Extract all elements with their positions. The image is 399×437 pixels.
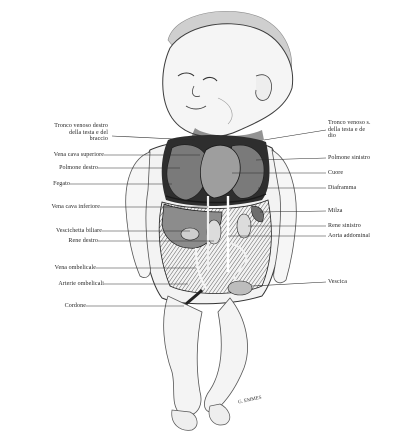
- bladder: [228, 281, 252, 295]
- label-polmone-sinistro: Polmone sinistro: [328, 155, 398, 162]
- foot-left: [209, 404, 230, 425]
- label-vena-cava-superiore: Vena cava superiore: [4, 152, 104, 159]
- label-rene-sinistro: Rene sinistro: [328, 223, 398, 230]
- label-arterie-ombelicali: Arterie ombelicali: [4, 281, 104, 288]
- label-diaframma: Diaframma: [328, 185, 398, 192]
- label-vescica: Vescica: [328, 279, 398, 286]
- label-vena-ombelicale: Vena ombelicale: [4, 265, 96, 272]
- label-polmone-destro: Polmone destro: [4, 165, 98, 172]
- label-tronco-venoso-sinistro: Tronco venoso s. della testa e de dio: [328, 120, 398, 140]
- label-cordone: Cordone: [4, 303, 86, 310]
- label-fegato: Fegato: [4, 181, 70, 188]
- leg-left: [204, 298, 247, 412]
- label-milza: Milza: [328, 208, 398, 215]
- label-aorta-addominale: Aorta addominal: [328, 233, 398, 240]
- label-cuore: Cuore: [328, 170, 398, 177]
- ear: [256, 75, 272, 101]
- head: [163, 24, 293, 137]
- gall-bladder: [181, 228, 199, 240]
- right-kidney: [207, 220, 221, 244]
- leg-right: [164, 296, 202, 415]
- label-tronco-venoso-destro: Tronco venoso destro della testa e del b…: [4, 123, 108, 143]
- label-rene-destro: Rene destro: [4, 238, 98, 245]
- label-vescichetta-biliare: Vescichetta biliare: [4, 228, 102, 235]
- label-vena-cava-inferiore: Vena cava inferiore: [4, 204, 100, 211]
